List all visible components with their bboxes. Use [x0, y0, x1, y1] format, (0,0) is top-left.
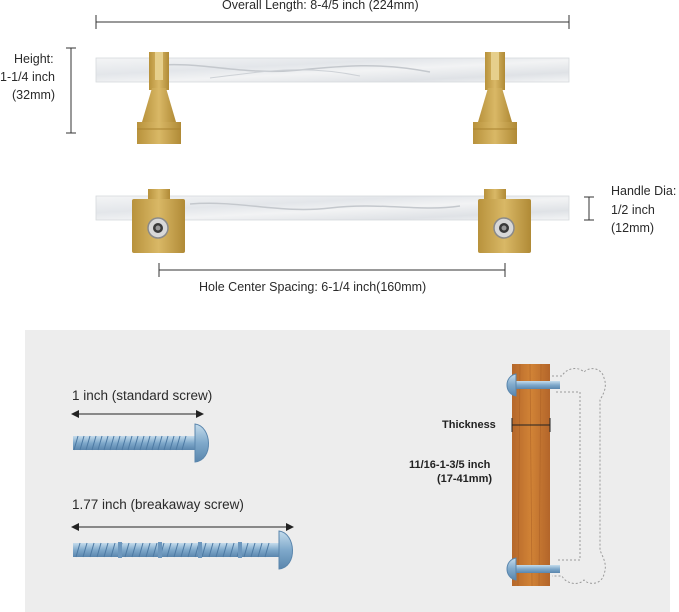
right-mount-plate [478, 189, 531, 253]
standard-screw-label: 1 inch (standard screw) [72, 388, 213, 403]
thickness-label: Thickness [442, 419, 496, 431]
left-post-side [137, 52, 181, 144]
install-panel [25, 330, 670, 612]
hole-spacing-label: Hole Center Spacing: 6-1/4 inch(160mm) [199, 280, 427, 294]
hole-spacing-dimension [158, 263, 506, 277]
thickness-range-line1: 11/16-1-3/5 inch [409, 459, 491, 471]
height-label-line2: 1-1/4 inch [0, 70, 55, 84]
right-post-side [473, 52, 517, 144]
thickness-dimension [511, 418, 551, 432]
handle-dia-label-line2: 1/2 inch [611, 203, 655, 217]
handle-outline [552, 368, 606, 584]
handle-dia-dimension [584, 196, 594, 221]
breakaway-screw-label: 1.77 inch (breakaway screw) [72, 497, 244, 512]
bottom-mount-screw [506, 557, 560, 581]
handle-dia-label-line3: (12mm) [611, 221, 655, 235]
handle-dia-label-line1: Handle Dia: [611, 184, 677, 198]
breakaway-screw [73, 530, 293, 570]
height-dimension [66, 47, 76, 134]
height-label-line3: (32mm) [12, 88, 56, 102]
height-label-line1: Height: [14, 52, 54, 66]
left-mount-plate [132, 189, 185, 253]
overall-length-dimension [95, 15, 570, 29]
overall-length-label: Overall Length: 8-4/5 inch (224mm) [222, 0, 419, 12]
thickness-range-line2: (17-41mm) [437, 473, 493, 485]
top-mount-screw [506, 373, 560, 397]
standard-screw [73, 423, 209, 463]
